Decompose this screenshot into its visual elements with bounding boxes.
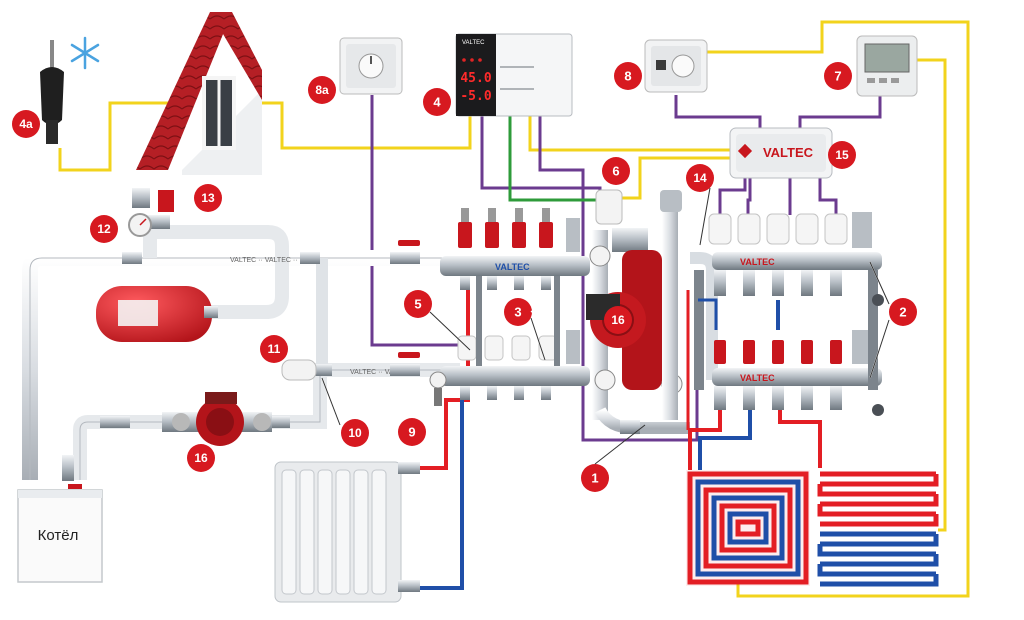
callout: 16 xyxy=(604,306,632,334)
actuator-wires-b xyxy=(748,178,836,215)
svg-text:2: 2 xyxy=(899,305,906,320)
outdoor-sensor-wire xyxy=(60,103,470,170)
controller-yellow-wire xyxy=(530,115,735,150)
floor-loop-return-a xyxy=(700,410,750,470)
outdoor-sensor xyxy=(40,38,98,144)
boiler-circulation-pump xyxy=(162,392,272,446)
svg-text:3: 3 xyxy=(514,305,521,320)
boiler-piping: VALTEC ·· VALTEC ·· VALTEC ·· VALTEC xyxy=(30,232,460,489)
callout: 8а xyxy=(308,76,336,104)
programmable-thermostat-7 xyxy=(857,36,917,96)
svg-text:14: 14 xyxy=(693,171,707,185)
callout: 3 xyxy=(504,298,532,326)
controller-brand: VALTEC xyxy=(462,40,485,46)
wiring-center-wire-2 xyxy=(800,95,880,128)
mixing-unit xyxy=(586,190,690,434)
svg-text:13: 13 xyxy=(201,191,215,205)
svg-text:8а: 8а xyxy=(315,83,329,97)
svg-text:9: 9 xyxy=(408,425,415,440)
room-thermostat-8 xyxy=(645,40,707,92)
callout: 12 xyxy=(90,215,118,243)
svg-text:10: 10 xyxy=(348,426,362,440)
svg-text:7: 7 xyxy=(834,69,841,84)
servo-actuator xyxy=(596,190,622,224)
svg-text:5: 5 xyxy=(414,297,421,312)
svg-text:16: 16 xyxy=(611,313,625,327)
callout: 13 xyxy=(194,184,222,212)
svg-text:VALTEC ·· VALTEC ··: VALTEC ·· VALTEC ·· xyxy=(230,257,298,264)
callout: 4а xyxy=(12,110,40,138)
ball-valve-handle xyxy=(398,352,420,358)
callout: 2 xyxy=(889,298,917,326)
svg-text:16: 16 xyxy=(194,451,208,465)
svg-text:1: 1 xyxy=(591,471,598,486)
svg-text:12: 12 xyxy=(97,222,111,236)
radiator xyxy=(275,462,420,602)
svg-text:4а: 4а xyxy=(19,117,33,131)
room-thermostat-8a xyxy=(340,38,402,94)
callout: 10 xyxy=(341,419,369,447)
air-vent-valve xyxy=(132,188,150,208)
callout: 14 xyxy=(686,164,714,192)
svg-text:4: 4 xyxy=(433,95,441,110)
controller-display-line2: -5.0 xyxy=(460,89,491,104)
svg-text:11: 11 xyxy=(268,342,281,356)
svg-text:VALTEC: VALTEC xyxy=(740,373,775,383)
weather-controller: VALTEC 45.0 -5.0 xyxy=(456,34,572,116)
floor-loop-spiral xyxy=(686,470,810,586)
callout: 8 xyxy=(614,62,642,90)
floor-loop-supply-b xyxy=(780,410,820,468)
ball-valve-handle xyxy=(398,240,420,246)
wiring-center-brand: VALTEC xyxy=(763,145,814,160)
callout: 1 xyxy=(581,464,609,492)
wiring-center: VALTEC xyxy=(730,128,832,178)
expansion-tank xyxy=(96,286,218,342)
boiler: Котёл xyxy=(18,490,102,582)
wiring-center-wire xyxy=(676,95,760,128)
safety-group xyxy=(129,188,174,236)
callout: 15 xyxy=(828,141,856,169)
safety-valve xyxy=(158,190,174,212)
radiator-return-pipe xyxy=(420,380,462,588)
svg-text:VALTEC: VALTEC xyxy=(740,257,775,267)
boiler-label: Котёл xyxy=(38,527,79,544)
callout: 4 xyxy=(423,88,451,116)
callout: 6 xyxy=(602,157,630,185)
callout: 7 xyxy=(824,62,852,90)
thermostatic-valve-head xyxy=(282,360,316,380)
svg-text:VALTEC: VALTEC xyxy=(495,262,530,272)
svg-text:15: 15 xyxy=(835,148,849,162)
controller-display-line1: 45.0 xyxy=(460,71,491,86)
svg-text:6: 6 xyxy=(612,164,619,179)
callout: 11 xyxy=(260,335,288,363)
callout: 5 xyxy=(404,290,432,318)
svg-text:8: 8 xyxy=(624,69,631,84)
callout: 9 xyxy=(398,418,426,446)
underfloor-manifold: VALTEC VALTEC xyxy=(678,212,884,416)
floor-loop-serpentine xyxy=(820,474,936,584)
house-illustration xyxy=(136,12,262,175)
callout: 16 xyxy=(187,444,215,472)
snowflake-icon xyxy=(72,38,98,68)
actuator-wires xyxy=(720,178,745,215)
floor-sensor-wire xyxy=(915,60,945,530)
